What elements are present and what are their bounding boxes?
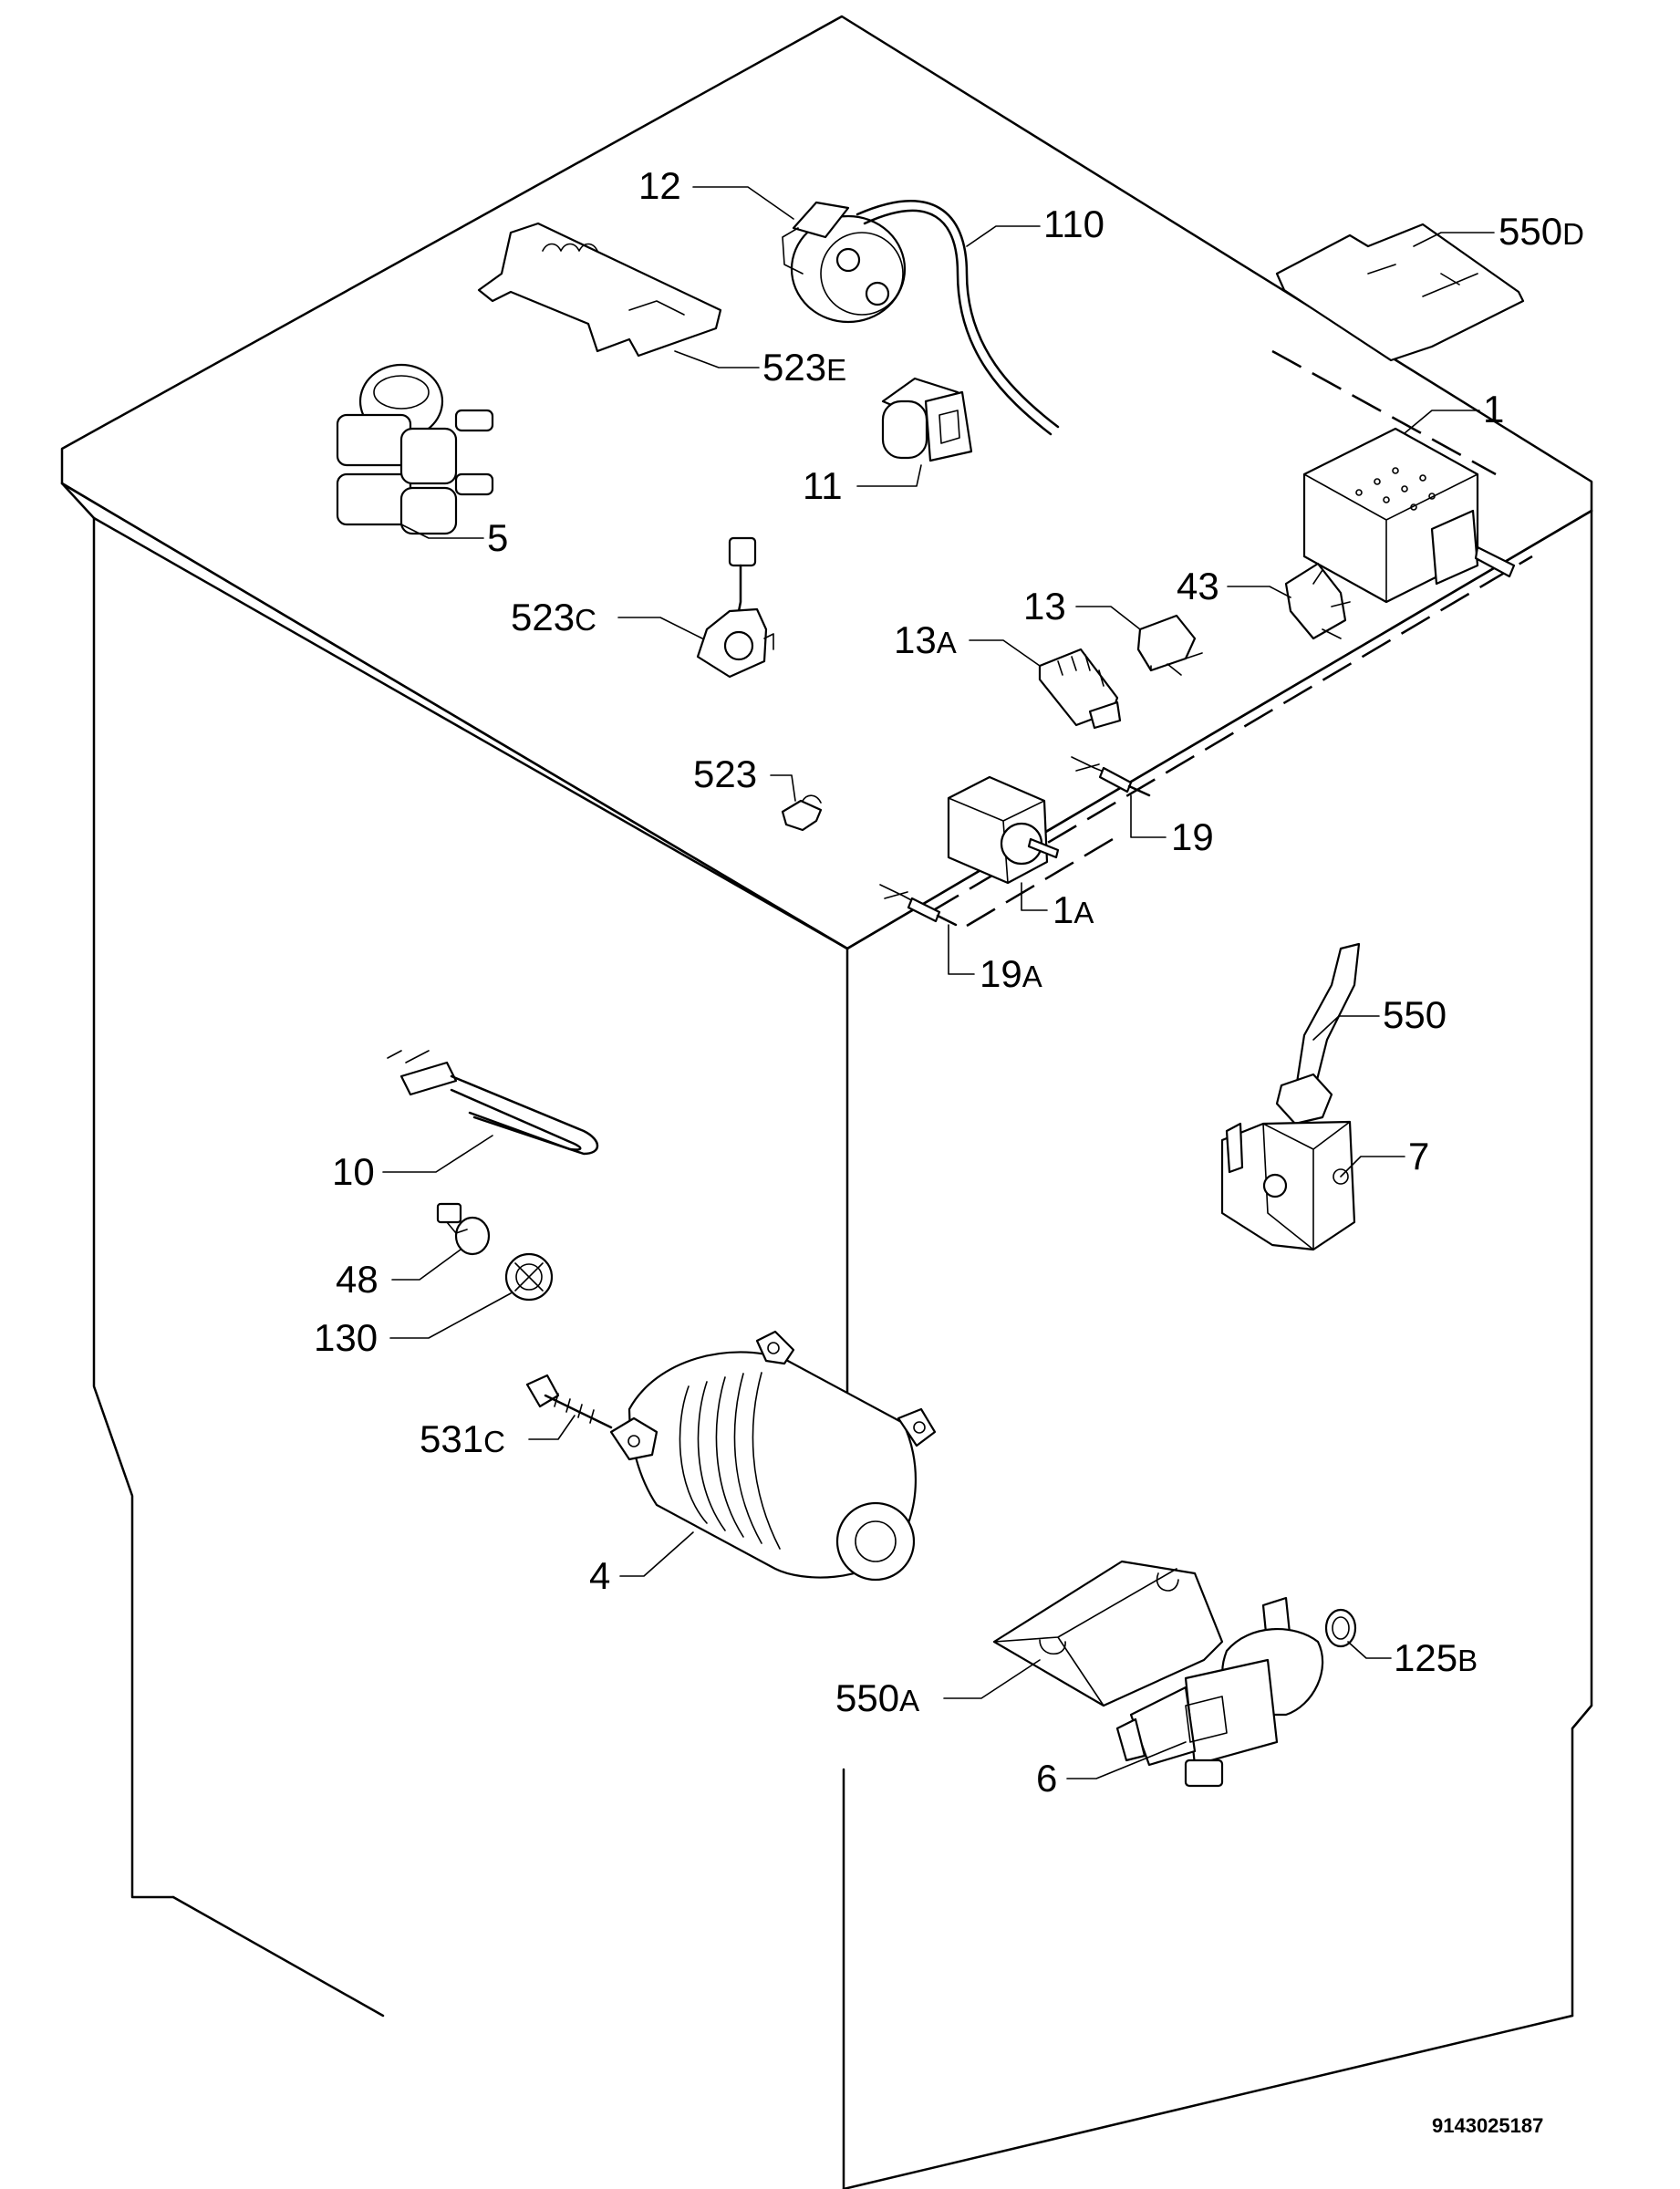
document-number: 9143025187 xyxy=(1432,2114,1544,2137)
callout-13: 13 xyxy=(1023,585,1066,628)
part-48-ntc-sensor xyxy=(436,1202,491,1256)
callout-19: 19 xyxy=(1171,815,1214,858)
part-7-door-interlock xyxy=(1220,1120,1356,1251)
part-13A-terminal-block xyxy=(1038,648,1122,730)
callout-550: 550 xyxy=(1383,993,1447,1036)
callout-10: 10 xyxy=(332,1150,375,1193)
callout-7: 7 xyxy=(1408,1135,1429,1177)
part-19-suppressor xyxy=(1071,756,1151,797)
callout-550D: 550D xyxy=(1499,210,1584,253)
callout-5: 5 xyxy=(487,516,508,559)
callout-11: 11 xyxy=(803,464,843,507)
callout-110: 110 xyxy=(1043,202,1104,245)
part-10-heating-element xyxy=(387,1050,599,1156)
callout-48: 48 xyxy=(336,1258,379,1301)
callout-523: 523 xyxy=(693,752,757,795)
callout-labels: 12 110 550D 523E 11 1 5 43 13 523C 13A 5… xyxy=(314,164,1584,1800)
callout-523E: 523E xyxy=(762,346,846,389)
callout-531C: 531C xyxy=(420,1417,505,1460)
callout-1: 1 xyxy=(1483,388,1504,431)
part-550D-cover-plate xyxy=(1275,223,1525,362)
part-43-connector xyxy=(1284,562,1351,640)
callout-550A: 550A xyxy=(835,1676,919,1719)
cabinet-outline xyxy=(60,15,1593,2189)
callout-12: 12 xyxy=(638,164,681,207)
part-125B-seal-ring xyxy=(1324,1608,1357,1648)
callout-130: 130 xyxy=(314,1316,378,1359)
callout-6: 6 xyxy=(1036,1757,1057,1800)
part-13-connector xyxy=(1136,614,1203,676)
part-5-inlet-valve xyxy=(336,363,494,535)
callout-4: 4 xyxy=(589,1554,610,1597)
leader-lines xyxy=(382,186,1495,1779)
part-11-capacitor xyxy=(881,377,973,462)
part-6-drain-pump xyxy=(1115,1596,1324,1788)
part-550A-pad xyxy=(992,1560,1224,1707)
part-19A-suppressor xyxy=(879,884,958,927)
part-550-lever xyxy=(1275,942,1361,1126)
part-4-motor xyxy=(609,1330,937,1582)
part-531C-screw xyxy=(525,1374,613,1429)
part-12-pressure-switch xyxy=(782,201,907,324)
callout-43: 43 xyxy=(1177,565,1219,607)
callout-19A: 19A xyxy=(980,952,1042,995)
callout-523C: 523C xyxy=(511,596,596,638)
callout-125B: 125B xyxy=(1394,1636,1478,1679)
callout-1A: 1A xyxy=(1053,888,1094,931)
callout-13A: 13A xyxy=(894,618,957,661)
part-110-hose xyxy=(856,200,1060,436)
part-1-programmer xyxy=(1302,427,1516,604)
part-523E-bracket xyxy=(477,222,722,358)
part-130-thermostat xyxy=(504,1252,554,1302)
part-523C-door-lock xyxy=(696,536,774,679)
part-523-clip xyxy=(781,794,823,832)
part-1A-selector-switch xyxy=(947,775,1060,885)
